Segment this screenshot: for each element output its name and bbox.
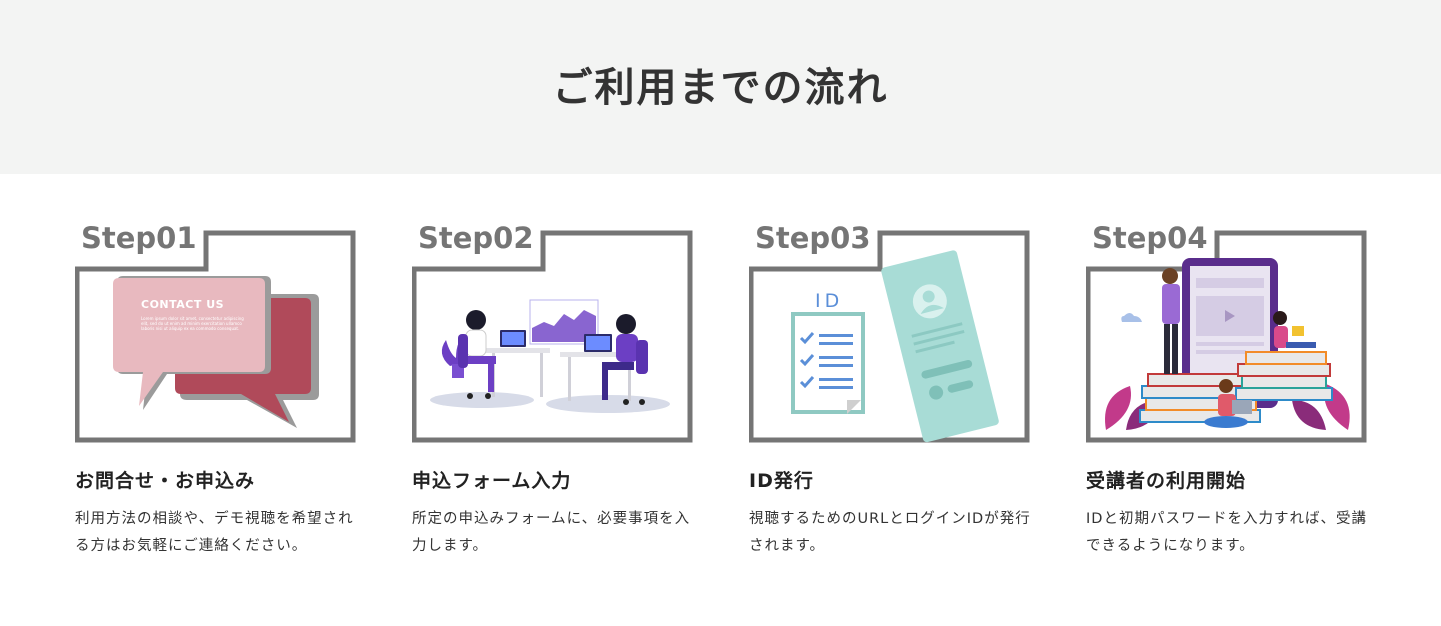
step-label: Step01 [81, 221, 197, 255]
step-frame: CONTACT US Lorem ipsum dolor sit amet, c… [75, 216, 356, 444]
step-title: お問合せ・お申込み [75, 470, 256, 492]
contact-card-heading: CONTACT US [141, 298, 225, 311]
step-frame: ID [749, 216, 1030, 444]
step-description: IDと初期パスワードを入力すれば、受講できるようになります。 [1086, 511, 1367, 554]
section-header: ご利用までの流れ [0, 0, 1441, 174]
step-description: 所定の申込みフォームに、必要事項を入力します。 [412, 511, 691, 554]
step-title: 申込フォーム入力 [412, 470, 572, 492]
contact-card-body: Lorem ipsum dolor sit amet, consectetur … [141, 316, 244, 331]
page-title: ご利用までの流れ [552, 65, 889, 111]
step-title: 受講者の利用開始 [1086, 470, 1247, 492]
step-frame [1086, 216, 1367, 444]
step-description: 利用方法の相談や、デモ視聴を希望される方はお気軽にご連絡ください。 [75, 511, 354, 554]
step-frame-border [412, 230, 693, 443]
step-label: Step03 [755, 221, 871, 255]
step-label: Step04 [1092, 221, 1208, 255]
office-workers-illustration [430, 299, 670, 413]
chat-bubbles-illustration [113, 276, 319, 428]
step-frame-border [75, 230, 356, 443]
step-label: Step02 [418, 221, 534, 255]
step-frame-border [749, 230, 1030, 443]
step-description: 視聴するためのURLとログインIDが発行されます。 [749, 511, 1031, 554]
step-title: ID発行 [749, 470, 814, 492]
id-card-label: ID [815, 290, 844, 312]
step-frame [412, 216, 693, 444]
e-learning-illustration [1105, 258, 1350, 430]
id-document-illustration [791, 250, 999, 443]
